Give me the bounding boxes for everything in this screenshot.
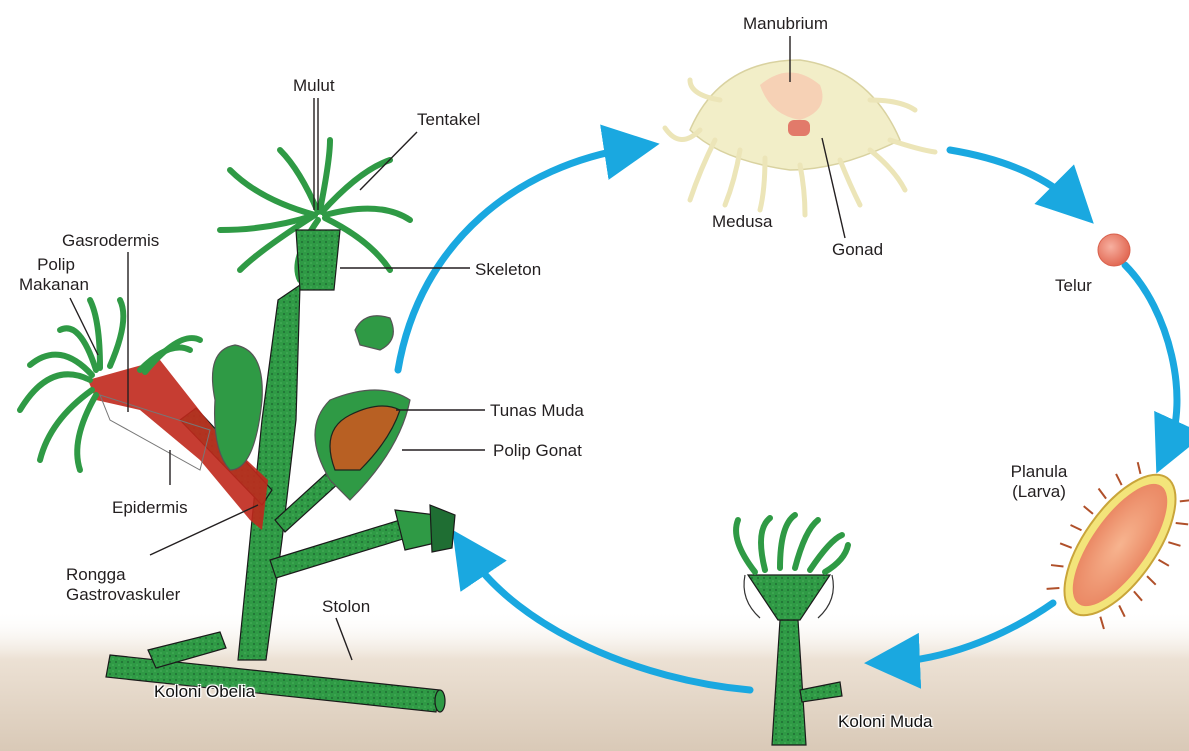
label-skeleton: Skeleton — [475, 260, 541, 280]
arrow-colony-to-medusa — [398, 148, 632, 370]
label-stolon: Stolon — [322, 597, 370, 617]
label-tentakel: Tentakel — [417, 110, 480, 130]
label-telur: Telur — [1055, 276, 1092, 296]
top-polyp-body — [296, 230, 340, 290]
label-rongga-line1: Rongga — [66, 565, 196, 585]
label-polip-gonat: Polip Gonat — [493, 441, 582, 461]
label-manubrium: Manubrium — [743, 14, 828, 34]
label-planula-line1: Planula — [1004, 462, 1074, 482]
label-medusa: Medusa — [712, 212, 772, 232]
egg-cell — [1098, 234, 1130, 266]
label-epidermis: Epidermis — [112, 498, 188, 518]
label-planula-larva: Planula (Larva) — [1004, 462, 1074, 502]
label-koloni-muda: Koloni Muda — [838, 712, 933, 732]
label-polip-line1: Polip — [25, 255, 87, 275]
label-polip-line2: Makanan — [19, 275, 87, 295]
arrow-egg-to-planula — [1125, 265, 1177, 448]
label-rongga-line2: Gastrovaskuler — [66, 585, 196, 605]
label-planula-line2: (Larva) — [1004, 482, 1074, 502]
label-gonad: Gonad — [832, 240, 883, 260]
label-tunas-muda: Tunas Muda — [490, 401, 584, 421]
arrow-medusa-to-egg — [950, 150, 1074, 204]
label-mulut: Mulut — [293, 76, 335, 96]
medusa — [665, 60, 935, 215]
label-koloni-obelia: Koloni Obelia — [154, 682, 255, 702]
label-gasrodermis: Gasrodermis — [62, 231, 159, 251]
label-rongga-gastrovaskuler: Rongga Gastrovaskuler — [66, 565, 196, 605]
label-polip-makanan: Polip Makanan — [25, 255, 87, 295]
